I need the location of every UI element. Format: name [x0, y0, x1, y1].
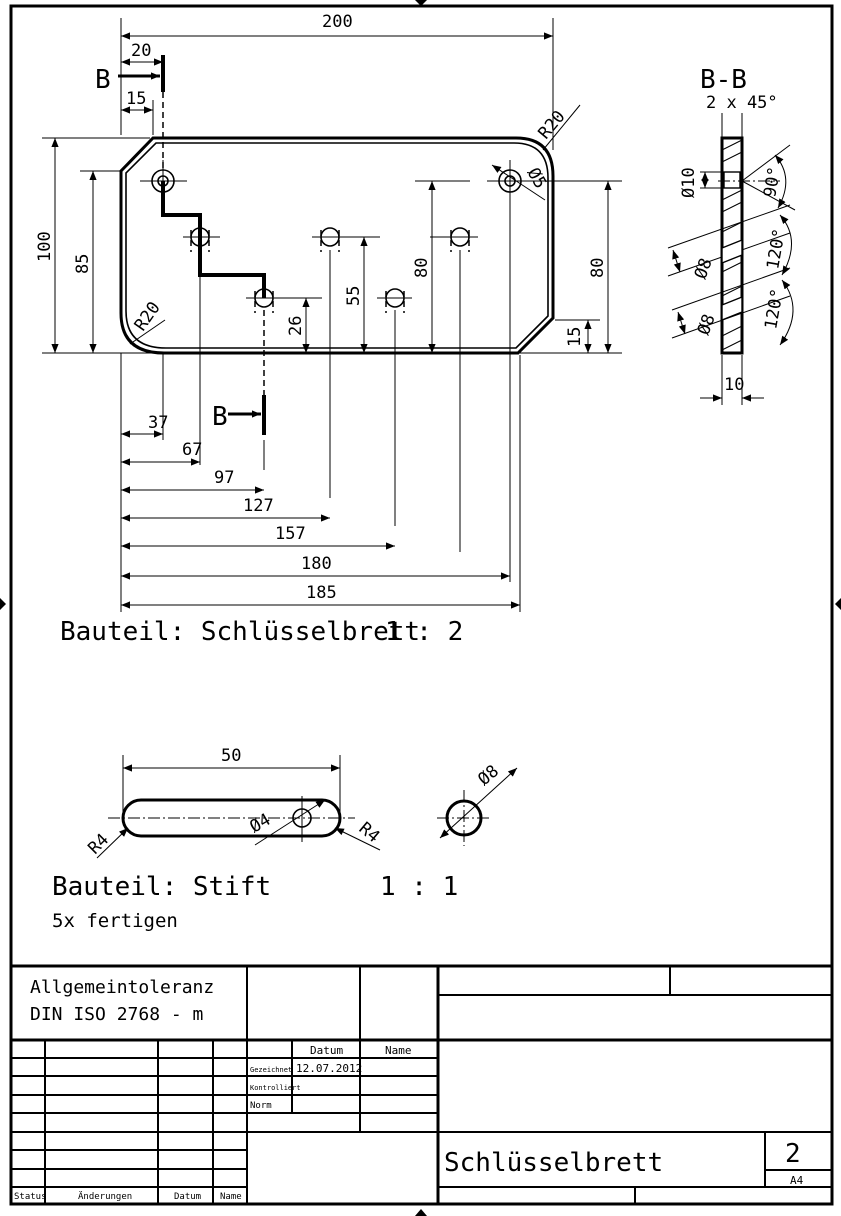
footer-datum: Datum — [174, 1192, 201, 1202]
dim-127: 127 — [243, 496, 274, 516]
hole-pin-127 — [312, 227, 380, 252]
part1-title: Bauteil: Schlüsselbrett — [60, 617, 420, 647]
dim-d4: Ø4 — [247, 810, 275, 838]
section-view-title: B-B — [700, 65, 747, 95]
hole-pin-157 — [377, 288, 412, 313]
dimensions-bottom: 37 67 97 127 157 180 185 — [120, 195, 521, 612]
col-name: Name — [385, 1044, 412, 1057]
dim-r4-right: R4 — [355, 819, 384, 847]
dim-d10: Ø10 — [679, 167, 699, 198]
dim-r20-top: R20 — [535, 107, 570, 143]
dimensions-right: 80 15 — [520, 180, 622, 354]
pin-view: 50 Ø4 R4 R4 Ø8 — [84, 746, 518, 859]
tolerance-line1: Allgemeintoleranz — [30, 977, 214, 998]
tolerance-line2: DIN ISO 2768 - m — [30, 1004, 203, 1025]
dim-d8-a: Ø8 — [691, 256, 717, 282]
dim-r20-left: R20 — [131, 298, 165, 335]
dim-15-right: 15 — [565, 327, 585, 347]
row-norm: Norm — [250, 1101, 272, 1111]
part2-title: Bauteil: Stift — [52, 872, 271, 902]
sheet-format: A4 — [790, 1174, 804, 1187]
dim-80-inner: 80 — [412, 258, 432, 278]
dim-200: 200 — [322, 12, 353, 32]
footer-status: Status — [14, 1192, 47, 1202]
drawing-title: Schlüsselbrett — [444, 1148, 663, 1178]
dim-50: 50 — [221, 746, 241, 766]
footer-changes: Änderungen — [78, 1191, 132, 1202]
section-label-bottom: B — [212, 402, 228, 432]
angle-120-a: 120° — [763, 227, 790, 271]
date-drawn: 12.07.2012 — [296, 1062, 362, 1075]
dim-37: 37 — [148, 413, 168, 433]
footer-name: Name — [220, 1192, 242, 1202]
hole-pin-97 — [246, 288, 322, 313]
dim-r4-left: R4 — [84, 830, 113, 859]
dim-100: 100 — [35, 231, 55, 262]
part1-scale: 1 : 2 — [385, 617, 463, 647]
dim-80-right: 80 — [588, 258, 608, 278]
board-outline — [119, 136, 555, 355]
part2-scale: 1 : 1 — [380, 872, 458, 902]
section-line: B B — [95, 55, 266, 435]
angle-120-b: 120° — [761, 287, 788, 331]
dim-d8-pin: Ø8 — [474, 761, 503, 789]
sheet-number: 2 — [785, 1139, 801, 1169]
dim-157: 157 — [275, 524, 306, 544]
dim-97: 97 — [214, 468, 234, 488]
dim-180: 180 — [301, 554, 332, 574]
section-view-bb: B-B 2 x 45° Ø10 90° Ø8 120° — [667, 65, 796, 405]
sheet-frame — [9, 4, 834, 1206]
dim-185: 185 — [306, 583, 337, 603]
dim-26: 26 — [286, 316, 306, 336]
dim-67: 67 — [182, 440, 202, 460]
hole-pin-180 — [430, 227, 478, 252]
dimensions-top: 200 20 15 R20 Ø5 — [120, 12, 581, 201]
dim-d8-b: Ø8 — [694, 312, 720, 338]
row-kontrolliert: Kontrolliert — [250, 1084, 301, 1092]
dim-55: 55 — [344, 286, 364, 306]
dim-85: 85 — [73, 254, 93, 274]
dim-15: 15 — [126, 89, 146, 109]
dimensions-left: 100 85 R20 — [35, 137, 166, 354]
row-gezeichnet: Gezeichnet — [250, 1066, 292, 1074]
dimensions-inner: 80 55 26 — [286, 180, 470, 353]
dim-20: 20 — [131, 41, 151, 61]
col-datum: Datum — [310, 1044, 343, 1057]
chamfer-note: 2 x 45° — [706, 93, 778, 113]
section-label-top: B — [95, 65, 111, 95]
dim-10: 10 — [724, 375, 744, 395]
angle-90: 90° — [760, 165, 785, 199]
title-block: Allgemeintoleranz DIN ISO 2768 - m Datum… — [11, 964, 832, 1204]
part2-note: 5x fertigen — [52, 910, 178, 932]
